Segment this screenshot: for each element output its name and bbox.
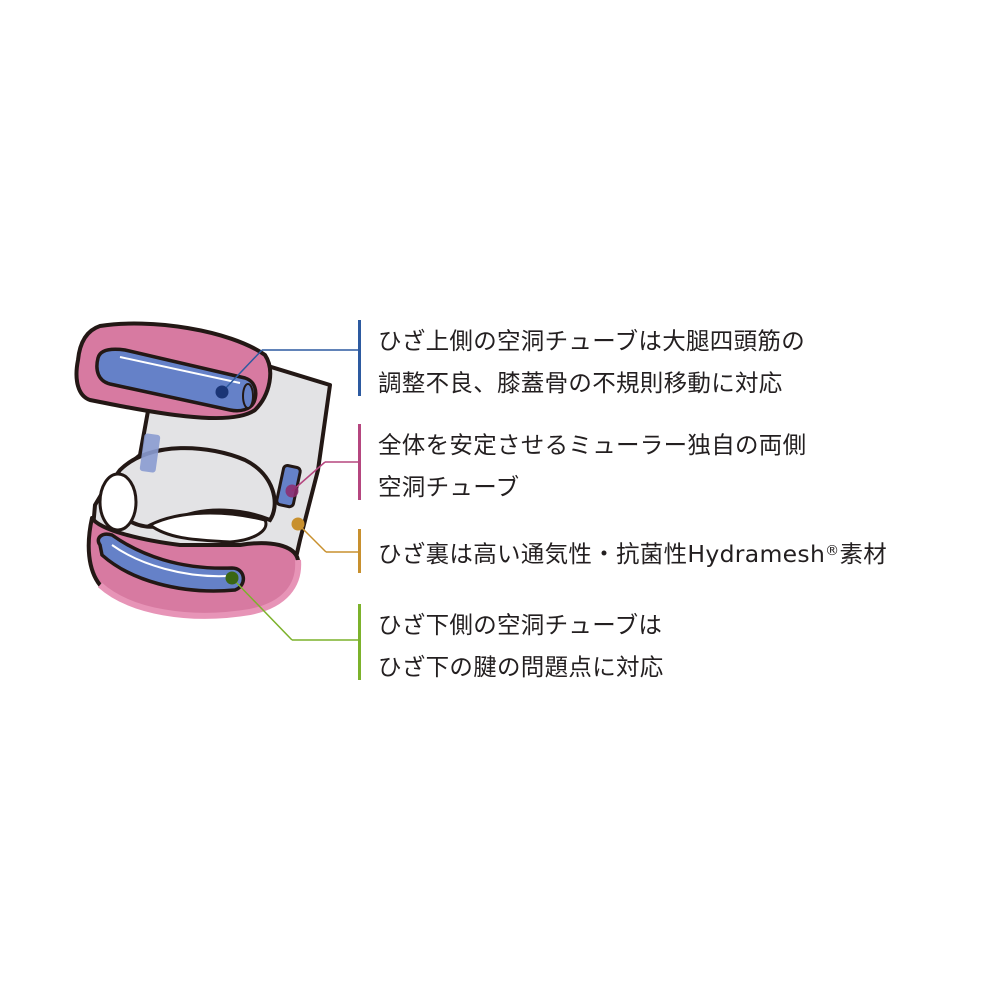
callout-lower-tube: ひざ下側の空洞チューブは ひざ下の腱の問題点に対応: [358, 604, 664, 681]
callout-text: ひざ上側の空洞チューブは大腿四頭筋の 調整不良、膝蓋骨の不規則移動に対応: [361, 320, 805, 397]
callout-line: ひざ裏は高い通気性・抗菌性Hydramesh: [378, 540, 826, 568]
knee-opening-inner: [147, 511, 268, 544]
lower-pad-rim: [97, 559, 302, 619]
callout-bar-blue: [358, 320, 361, 396]
leader-back: [291, 517, 358, 553]
callout-bar-magenta: [358, 424, 361, 500]
callout-line: ひざ下側の空洞チューブは: [378, 611, 663, 639]
callout-upper-tube: ひざ上側の空洞チューブは大腿四頭筋の 調整不良、膝蓋骨の不規則移動に対応: [358, 320, 805, 397]
leader-lower: [225, 571, 358, 641]
callout-line-suffix: 素材: [839, 540, 888, 568]
upper-tube-highlight: [119, 356, 241, 384]
callout-text: ひざ裏は高い通気性・抗菌性Hydramesh®素材: [361, 529, 887, 573]
callout-line: 空洞チューブ: [378, 473, 520, 501]
callout-line: 全体を安定させるミューラー独自の両側: [378, 431, 807, 459]
lower-tube-highlight: [111, 544, 229, 578]
knee-hole-left: [98, 472, 138, 532]
callout-text: ひざ下側の空洞チューブは ひざ下の腱の問題点に対応: [361, 604, 664, 681]
callout-back-mesh: ひざ裏は高い通気性・抗菌性Hydramesh®素材: [358, 529, 887, 573]
callout-bar-gold: [358, 529, 361, 573]
callout-bar-green: [358, 604, 361, 680]
callout-line: ひざ上側の空洞チューブは大腿四頭筋の: [378, 327, 805, 355]
callout-line: 調整不良、膝蓋骨の不規則移動に対応: [378, 369, 783, 397]
callout-line: ひざ下の腱の問題点に対応: [378, 653, 664, 681]
callout-side-tubes: 全体を安定させるミューラー独自の両側 空洞チューブ: [358, 424, 807, 501]
leader-side: [285, 461, 358, 498]
upper-tube-end: [242, 383, 254, 409]
leader-upper: [215, 349, 358, 399]
registered-mark: ®: [825, 543, 840, 559]
callout-text: 全体を安定させるミューラー独自の両側 空洞チューブ: [361, 424, 807, 501]
side-tube-left: [139, 433, 161, 473]
upper-tube: [95, 347, 258, 413]
